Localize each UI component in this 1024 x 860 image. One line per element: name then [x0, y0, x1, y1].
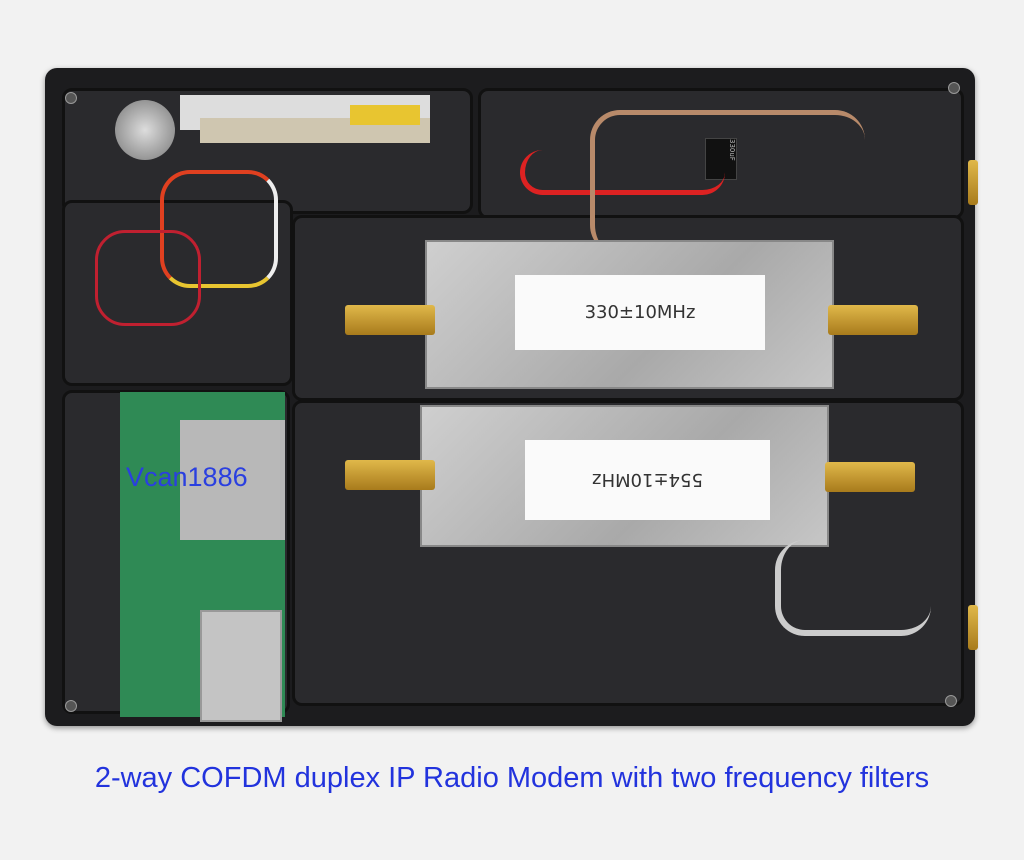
filter-554mhz-label: 554±10MHz	[525, 440, 770, 520]
sma-connector	[345, 460, 435, 490]
sma-connector	[345, 305, 435, 335]
sma-connector	[825, 462, 915, 492]
coax-cable	[590, 110, 865, 255]
screw	[945, 695, 957, 707]
screw	[65, 92, 77, 104]
sma-connector	[828, 305, 918, 335]
rf-shield	[180, 420, 285, 540]
silver-coax	[775, 540, 931, 636]
ethernet-port	[200, 610, 282, 722]
screw	[65, 700, 77, 712]
screw	[948, 82, 960, 94]
fuse	[350, 105, 420, 125]
antenna-port	[968, 160, 978, 205]
red-wire	[520, 150, 725, 195]
wire-harness	[160, 170, 278, 288]
red-loop-wire	[95, 230, 201, 326]
watermark-text: Vcan1886	[126, 462, 248, 492]
antenna-port	[968, 605, 978, 650]
caption: 2-way COFDM duplex IP Radio Modem with t…	[94, 762, 930, 794]
power-switch	[115, 100, 175, 160]
filter-330mhz-label: 330±10MHz	[515, 275, 765, 350]
